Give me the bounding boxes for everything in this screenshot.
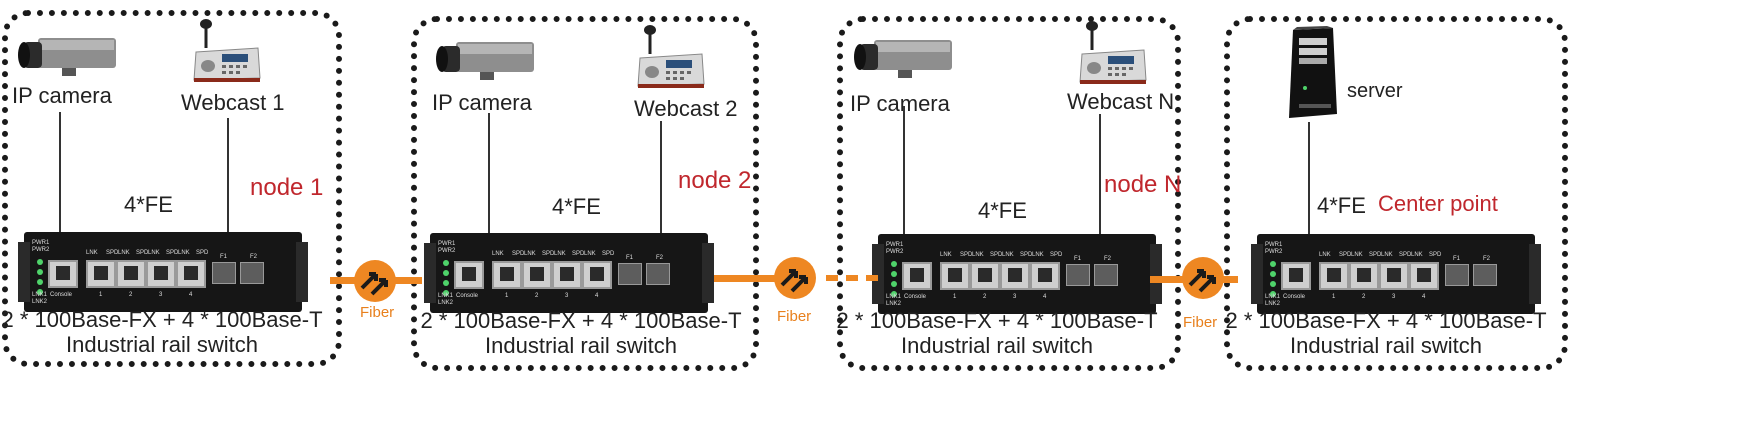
ip-camera-label: IP camera xyxy=(12,83,112,108)
webcast-label: Webcast 1 xyxy=(181,90,285,115)
switch-caption-line2: Industrial rail switch xyxy=(901,333,1093,358)
fe-label: 4*FE xyxy=(978,198,1027,223)
fiber-dash xyxy=(826,275,838,281)
switch-caption-line2: Industrial rail switch xyxy=(66,332,258,357)
fiber-dash xyxy=(866,275,878,281)
switch-caption-line1: 2 * 100Base-FX + 4 * 100Base-T xyxy=(836,308,1158,333)
fiber-label: Fiber xyxy=(1183,314,1218,331)
switch-caption-line1: 2 * 100Base-FX + 4 * 100Base-T xyxy=(1225,308,1547,333)
camera-link-line xyxy=(488,113,490,235)
ip-camera-label: IP camera xyxy=(850,91,950,116)
server-label: server xyxy=(1347,80,1403,102)
fe-label: 4*FE xyxy=(552,194,601,219)
webcast-label: Webcast 2 xyxy=(634,96,738,121)
server-link-line xyxy=(1308,122,1310,234)
ip-camera-label: IP camera xyxy=(432,90,532,115)
webcast-console-icon xyxy=(1079,21,1147,84)
camera-link-line xyxy=(59,112,61,234)
switch-caption-line1: 2 * 100Base-FX + 4 * 100Base-T xyxy=(1,307,323,332)
switch-caption-line2: Industrial rail switch xyxy=(1290,333,1482,358)
fe-label: 4*FE xyxy=(124,192,173,217)
fiber-label: Fiber xyxy=(360,304,395,321)
switch-caption-line1: 2 * 100Base-FX + 4 * 100Base-T xyxy=(420,308,742,333)
center-point-label: Center point xyxy=(1378,191,1498,216)
fiber-link-line xyxy=(714,275,810,282)
switch-caption-line2: Industrial rail switch xyxy=(485,333,677,358)
node-label: node 1 xyxy=(250,174,324,201)
fe-label: 4*FE xyxy=(1317,193,1366,218)
camera-link-line xyxy=(903,106,905,234)
fiber-label: Fiber xyxy=(777,308,812,325)
ip-camera-icon xyxy=(854,40,952,78)
node-label: node N xyxy=(1104,171,1182,198)
ip-camera-icon xyxy=(18,38,116,76)
node-label: node 2 xyxy=(678,167,752,194)
fiber-link-icon xyxy=(1182,257,1224,299)
node-1-box xyxy=(2,10,342,367)
node-n-box xyxy=(837,16,1181,371)
webcast-link-line xyxy=(227,118,229,234)
node-2-box xyxy=(411,16,759,371)
fiber-link-icon xyxy=(354,260,396,302)
webcast-label: Webcast N xyxy=(1067,89,1175,114)
fiber-link-icon xyxy=(774,257,816,299)
webcast-link-line xyxy=(1099,114,1101,234)
server-tower-icon xyxy=(1289,26,1337,118)
fiber-dash xyxy=(846,275,858,281)
ip-camera-icon xyxy=(436,42,534,80)
webcast-link-line xyxy=(660,121,662,235)
webcast-console-icon xyxy=(637,25,705,88)
webcast-console-icon xyxy=(193,19,261,82)
center-point-box xyxy=(1224,16,1568,371)
